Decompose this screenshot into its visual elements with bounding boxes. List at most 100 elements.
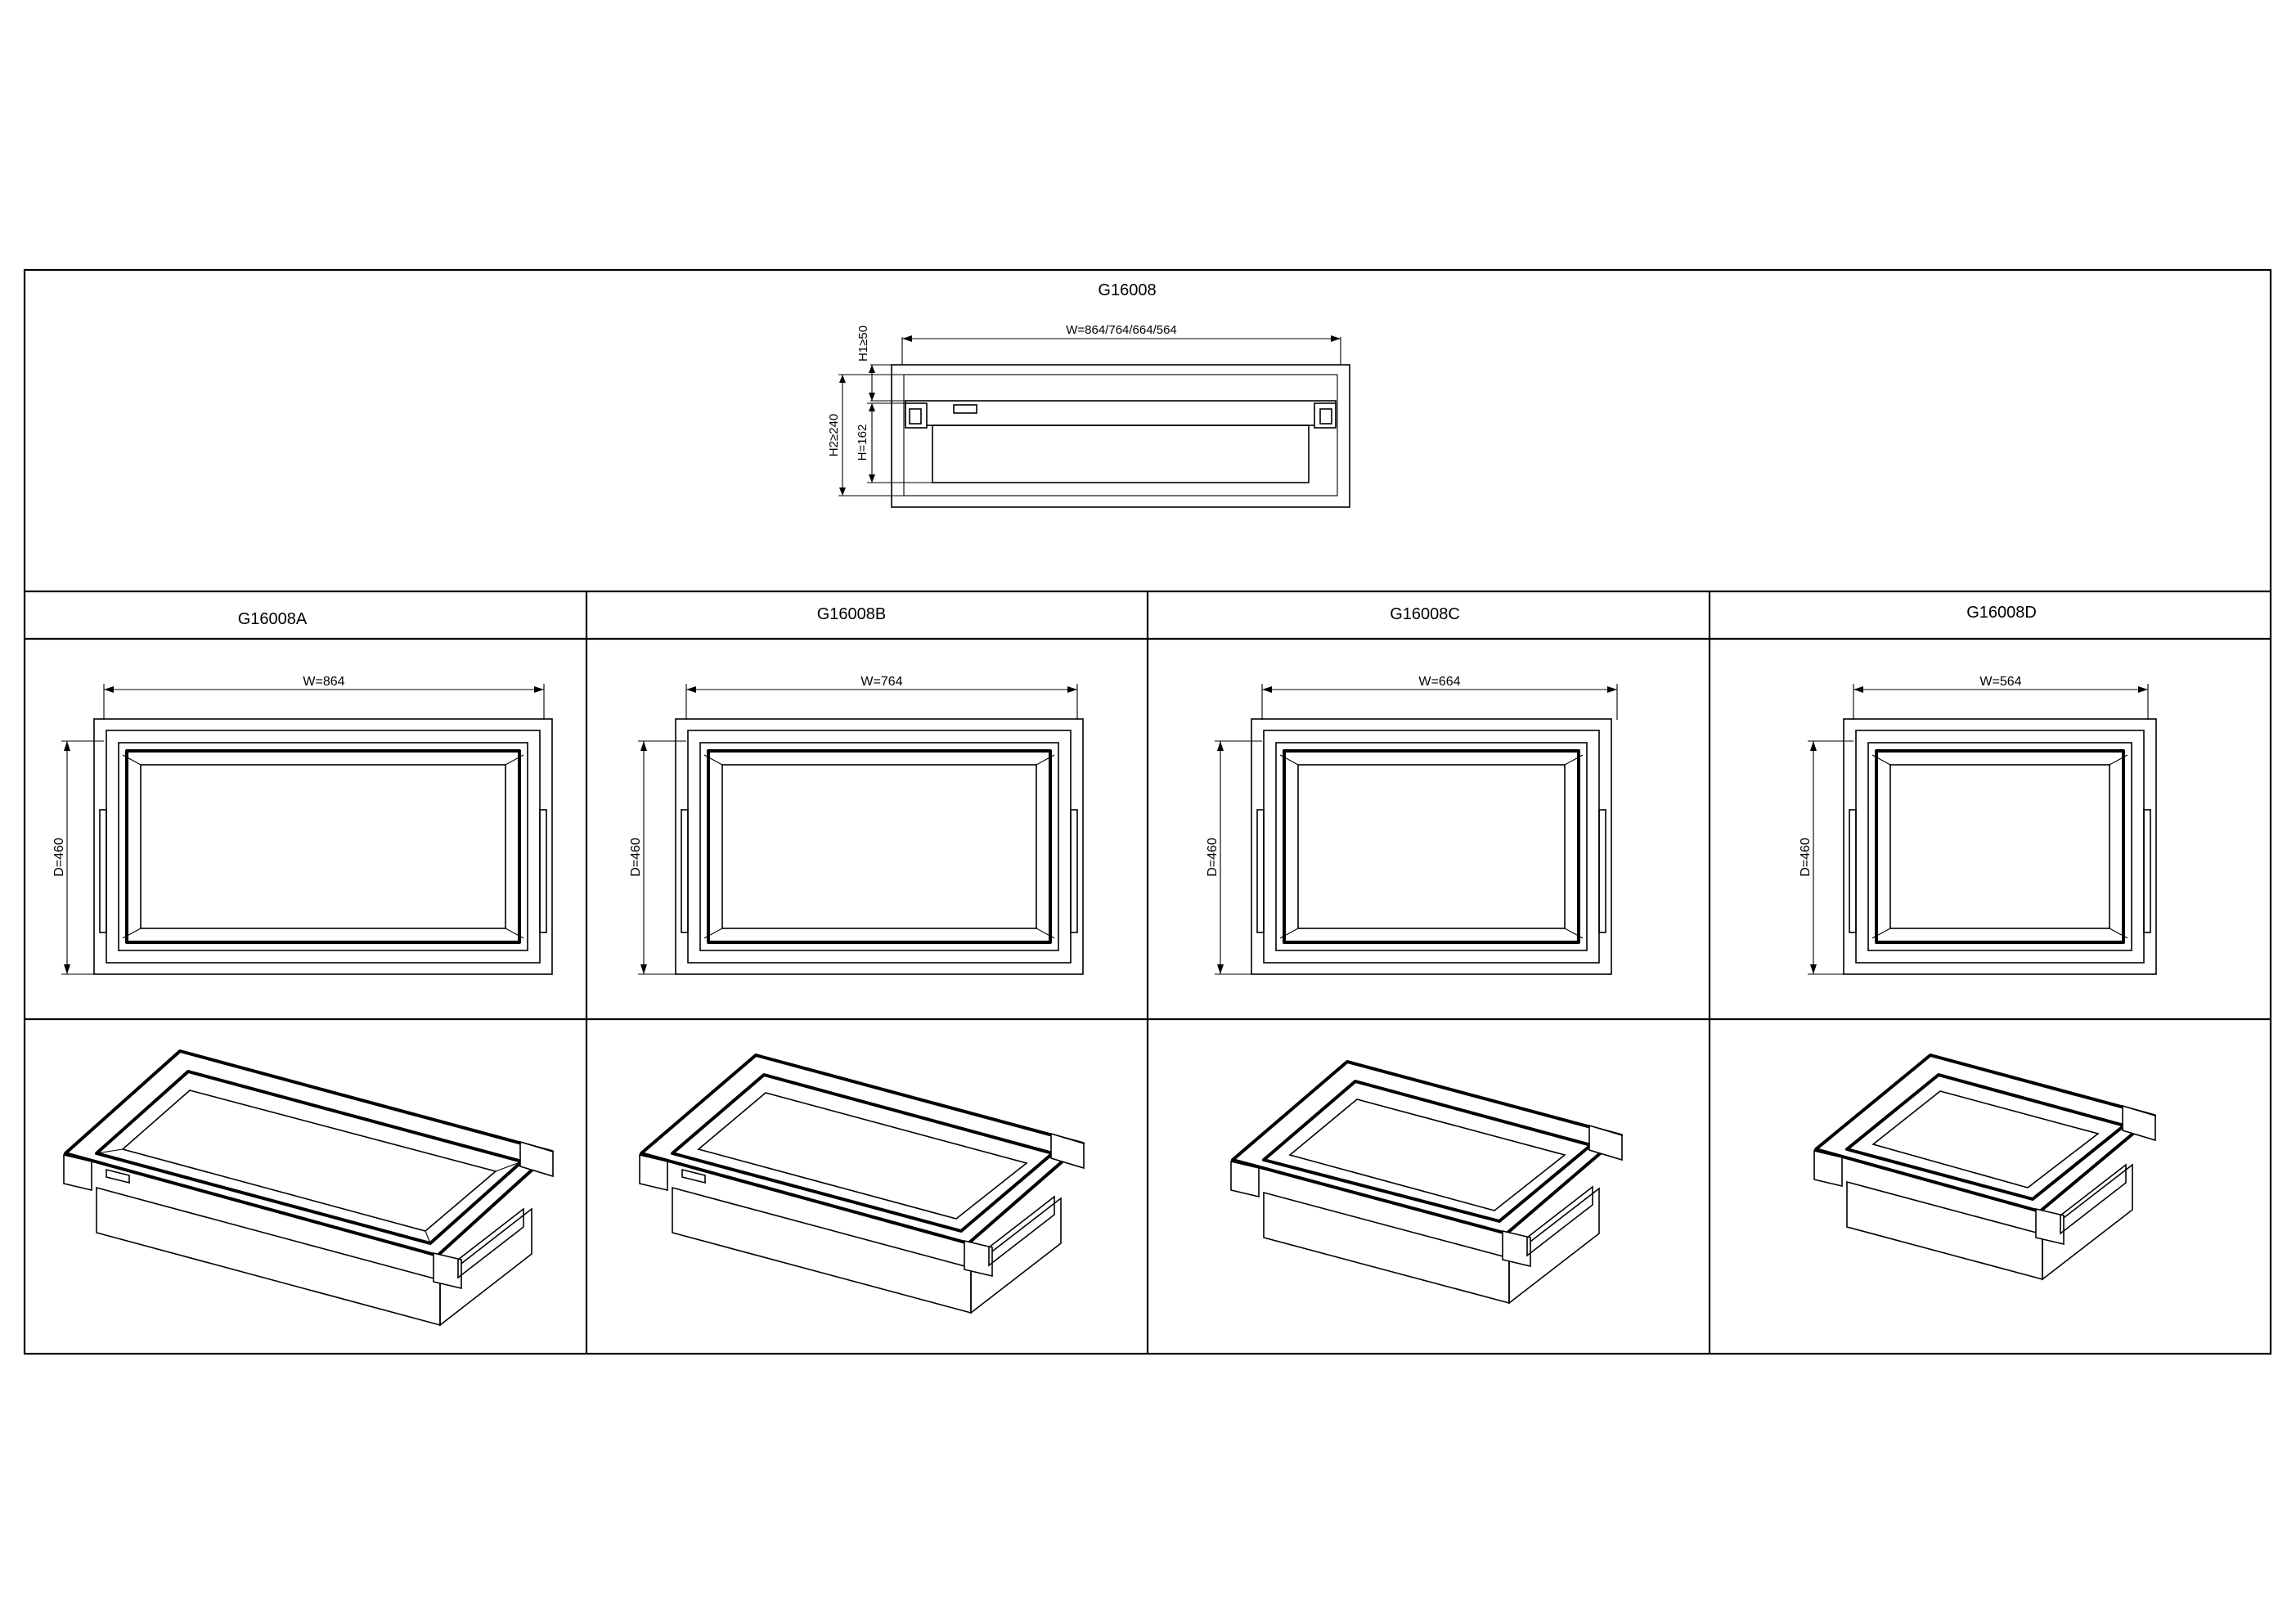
- edge-1: [96, 1148, 124, 1154]
- plan-width-dimension-b: W=764: [860, 675, 902, 689]
- rim-top: [1231, 1061, 1623, 1234]
- frame-mid: [118, 742, 528, 951]
- runner: [2060, 1163, 2127, 1235]
- runner-left: [681, 809, 689, 933]
- plan-view-c: W=664 D=460: [1206, 675, 1618, 975]
- corner-block: [1502, 1229, 1531, 1268]
- corner-block: [964, 1239, 993, 1278]
- variant-title-d: G16008D: [1966, 604, 2037, 622]
- corner-br: [505, 928, 524, 939]
- h-arrow-bottom: [869, 474, 875, 483]
- arrow-bottom: [640, 964, 647, 974]
- arrow-left: [902, 335, 912, 342]
- corner-bl: [122, 928, 142, 939]
- arrow-right: [1331, 335, 1341, 342]
- h1-dimension: H1≥50: [856, 326, 870, 362]
- frame-mid: [699, 742, 1059, 951]
- corner-block: [1813, 1149, 1843, 1188]
- corner-br: [2109, 928, 2128, 939]
- plan-width-dimension-a: W=864: [303, 675, 344, 689]
- isometric-view-b: [639, 1054, 1085, 1314]
- corner-tr: [1036, 754, 1055, 766]
- h2-arrow-bottom: [839, 487, 846, 496]
- arrow-left: [104, 686, 114, 693]
- variant-title-a: G16008A: [238, 610, 308, 628]
- basket-rim: [125, 749, 521, 944]
- body-side: [2042, 1163, 2133, 1281]
- basket-floor: [721, 764, 1037, 929]
- plan-width-dimension-c: W=664: [1418, 675, 1460, 689]
- arrow-bottom: [64, 964, 70, 974]
- plan-view-a: W=864 D=460: [52, 675, 553, 975]
- arrow-right: [534, 686, 544, 693]
- corner-bl: [703, 928, 723, 939]
- corner-block: [2122, 1104, 2156, 1142]
- isometric-view-a: [63, 1049, 554, 1327]
- runner-right: [1598, 809, 1606, 933]
- frame-mid: [1867, 742, 2132, 951]
- model-title: G16008: [1098, 281, 1156, 299]
- arrow-top: [1217, 741, 1224, 751]
- basket-rim: [1283, 749, 1580, 944]
- basket-floor: [1297, 764, 1566, 929]
- width-dimension: W=864/764/664/564: [1066, 323, 1177, 337]
- plan-depth-dimension-a: D=460: [52, 838, 66, 877]
- basket-floor: [1288, 1099, 1566, 1211]
- corner-tl: [122, 754, 142, 766]
- corner-block: [1230, 1160, 1260, 1198]
- corner-bl: [1871, 928, 1891, 939]
- frame-mid: [1275, 742, 1588, 951]
- runner-right: [1070, 809, 1078, 933]
- h1-arrow-top: [869, 365, 875, 373]
- arrow-right: [2138, 686, 2148, 693]
- arrow-left: [1262, 686, 1272, 693]
- corner-block: [2035, 1207, 2065, 1246]
- runner-left: [99, 809, 107, 933]
- cabinet-outline: [1251, 718, 1612, 975]
- arrow-bottom: [1217, 964, 1224, 974]
- runner-left: [1849, 809, 1857, 933]
- corner-block: [1050, 1132, 1085, 1170]
- front-elevation: W=864/764/664/564 H1≥50 H2≥240 H=162: [827, 323, 1350, 508]
- arrow-top: [64, 741, 70, 751]
- runner: [988, 1195, 1055, 1267]
- basket-floor: [1871, 1090, 2100, 1188]
- basket-floor: [697, 1092, 1028, 1220]
- arrow-top: [640, 741, 647, 751]
- arrow-right: [1607, 686, 1617, 693]
- arrow-left: [686, 686, 696, 693]
- corner-block: [1588, 1124, 1623, 1161]
- runner-left-inner: [909, 408, 922, 425]
- corner-tl: [1871, 754, 1891, 766]
- corner-block: [63, 1153, 92, 1192]
- runner-right: [2143, 809, 2151, 933]
- plan-depth-dimension-d: D=460: [1799, 838, 1813, 877]
- body-side: [439, 1207, 532, 1327]
- corner-block: [433, 1251, 462, 1290]
- variant-title-b: G16008B: [817, 605, 887, 623]
- h-dimension: H=162: [856, 425, 869, 461]
- corner-block: [639, 1153, 668, 1192]
- arrow-left: [1853, 686, 1863, 693]
- corner-br: [1036, 928, 1055, 939]
- plan-depth-dimension-b: D=460: [629, 838, 643, 877]
- body-side: [970, 1197, 1062, 1314]
- label-plate: [681, 1168, 706, 1184]
- runner-right-inner: [1319, 408, 1332, 425]
- cabinet-outline: [1843, 718, 2157, 975]
- h-arrow-top: [869, 403, 875, 411]
- plan-width-dimension-d: W=564: [1979, 675, 2021, 689]
- h2-arrow-top: [839, 375, 846, 383]
- cabinet-inner: [903, 374, 1338, 496]
- isometric-view-c: [1230, 1060, 1623, 1305]
- arrow-bottom: [1810, 964, 1817, 974]
- runner: [1526, 1185, 1593, 1257]
- h1-arrow-bottom: [869, 393, 875, 401]
- table-grid: [23, 268, 2272, 1355]
- label-plate: [953, 404, 977, 414]
- corner-tr: [1564, 754, 1584, 766]
- cabinet-outline: [891, 364, 1350, 508]
- corner-br: [1564, 928, 1584, 939]
- corner-bl: [1279, 928, 1299, 939]
